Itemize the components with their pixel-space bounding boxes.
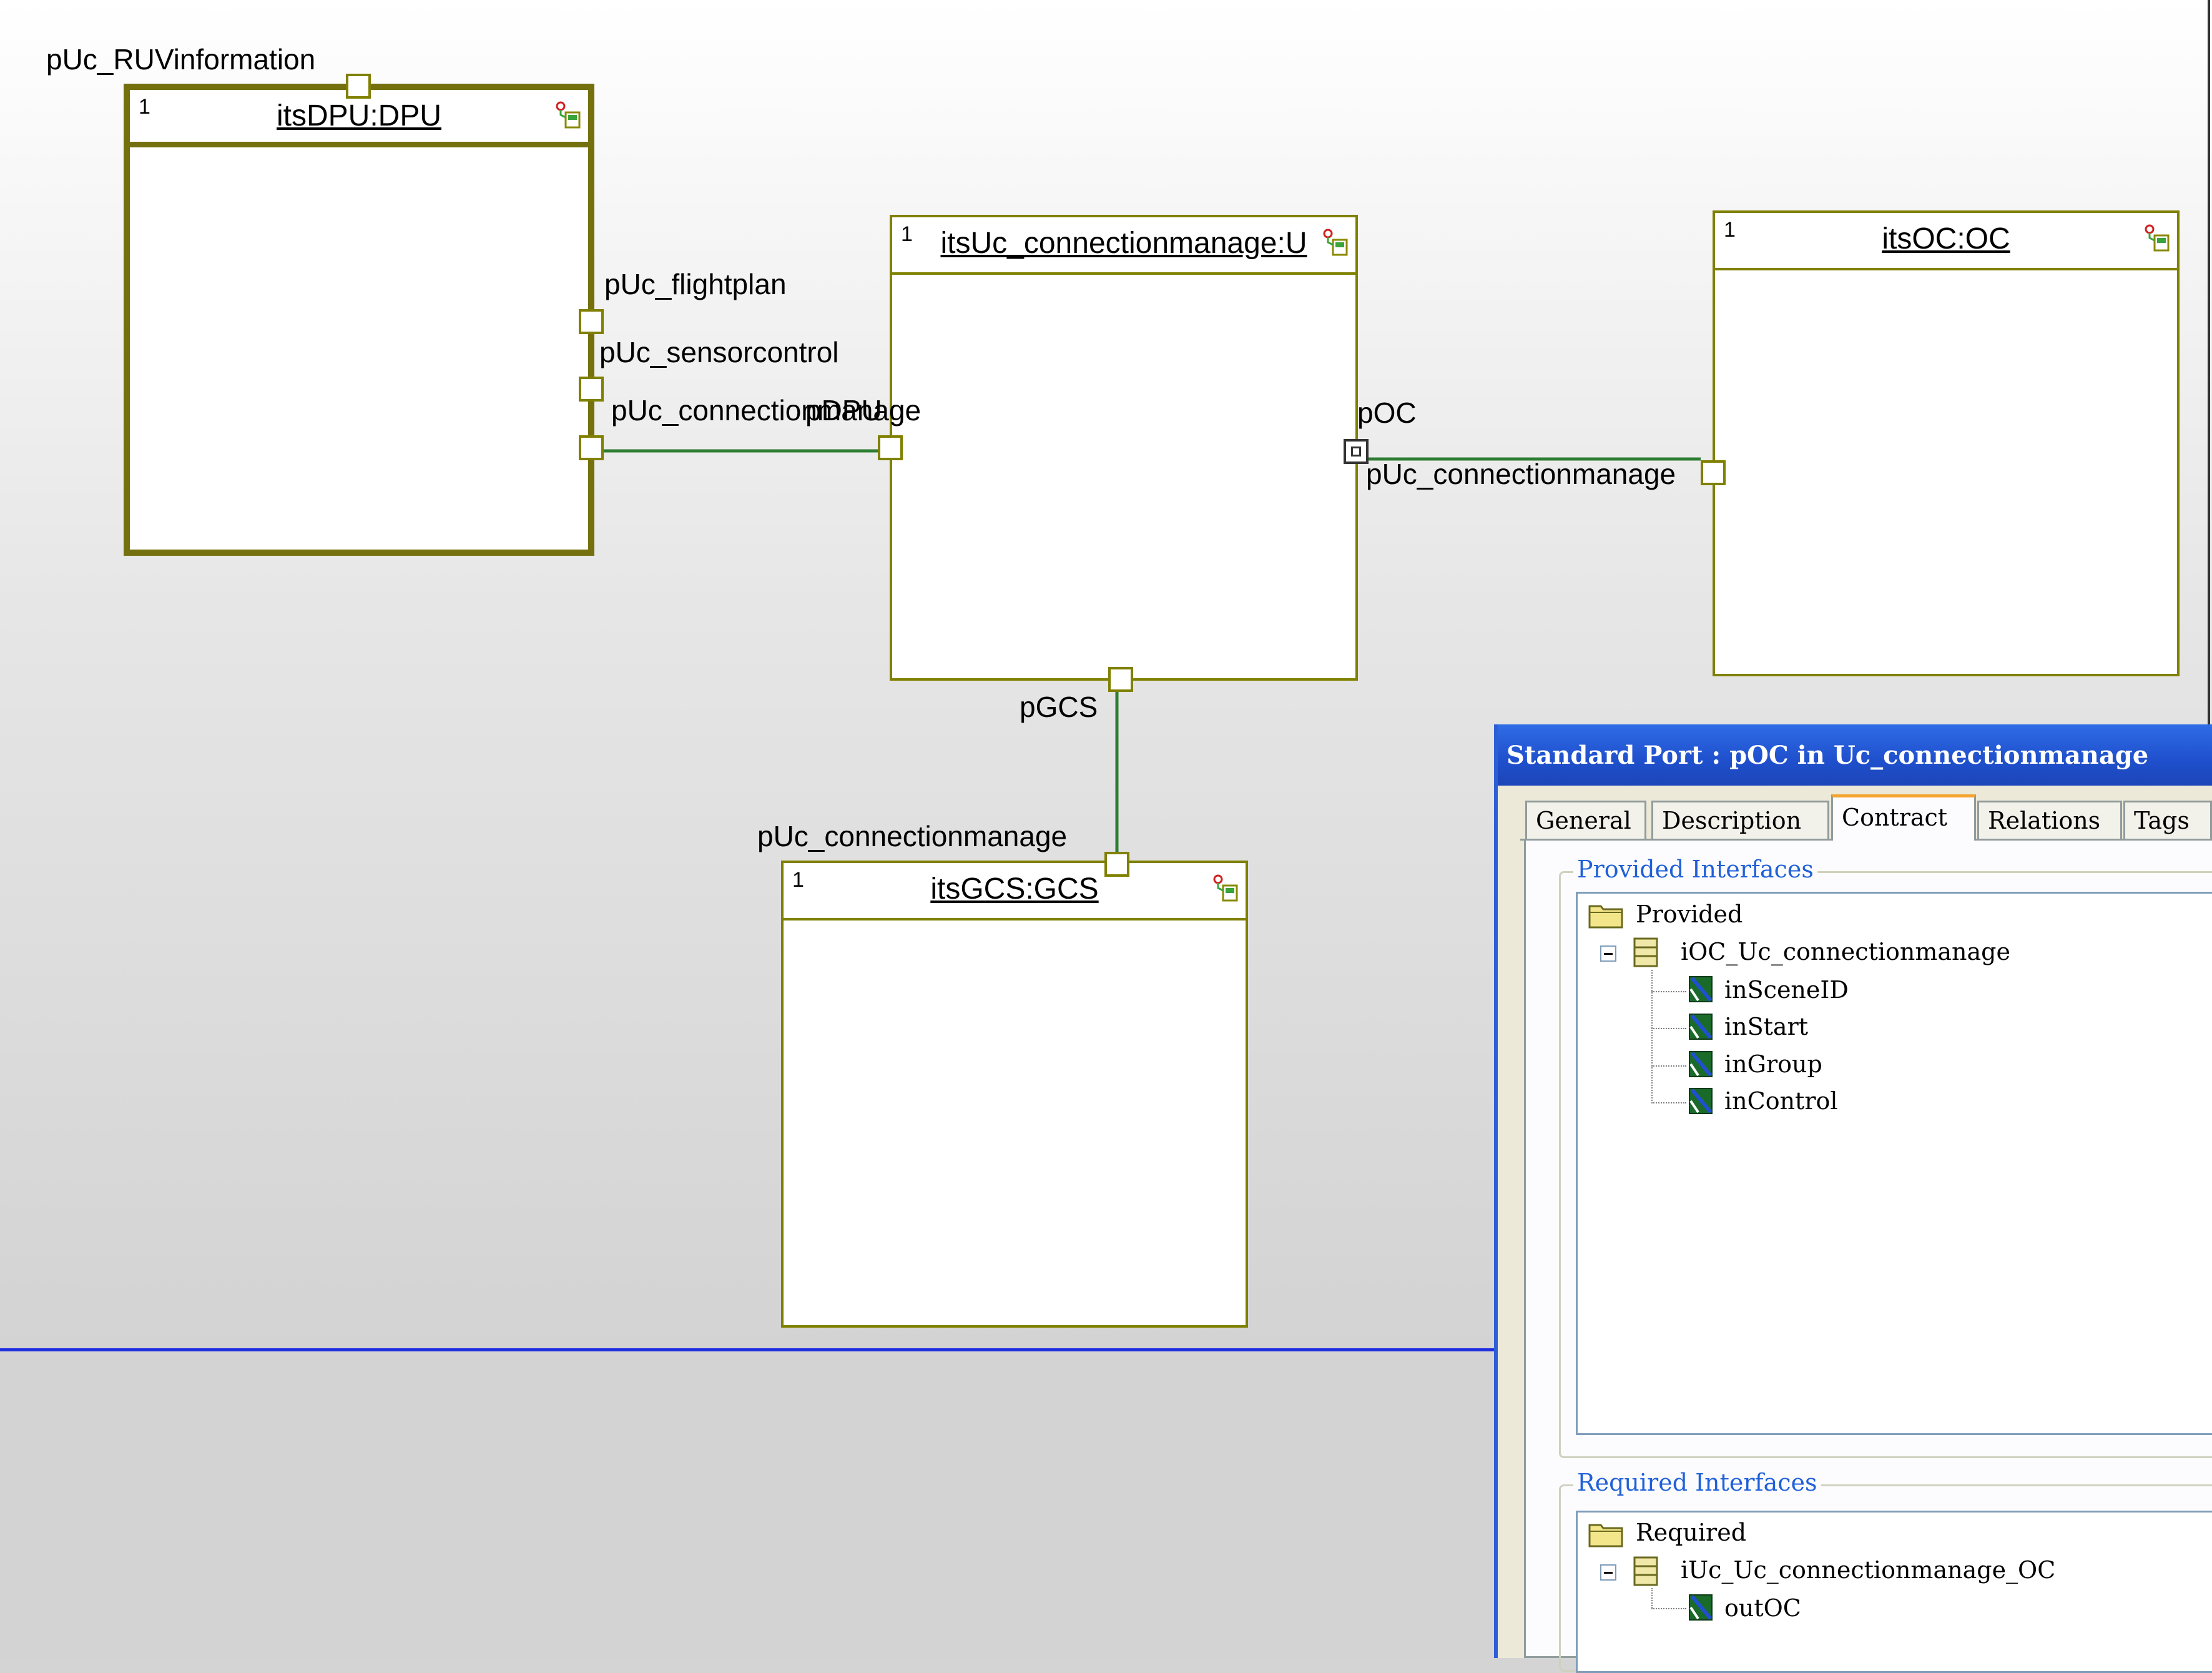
interface-icon: [1633, 1556, 1658, 1586]
part-header: 1 itsDPU:DPU: [130, 90, 588, 147]
port-label-gcs-connectionmanage: pUc_connectionmanage: [757, 820, 1068, 852]
provided-interfaces-tree[interactable]: [1576, 892, 2212, 1435]
folder-icon: [1588, 1524, 1623, 1547]
collapse-toggle[interactable]: [1600, 945, 1616, 962]
required-interfaces-title: Required Interfaces: [1573, 1469, 1821, 1496]
part-itsdpu[interactable]: 1 itsDPU:DPU: [124, 84, 594, 556]
tab-relations[interactable]: Relations: [1977, 801, 2122, 839]
port-label-pgcs: pGCS: [1020, 691, 1098, 723]
tree-connector: [1651, 1028, 1686, 1029]
port-dpu-flightplan[interactable]: [579, 309, 604, 334]
tree-connector: [1651, 1065, 1686, 1067]
port-dpu-sensorcontrol[interactable]: [579, 377, 604, 402]
tree-connector: [1651, 991, 1686, 992]
part-title[interactable]: itsDPU:DPU: [276, 99, 442, 132]
provided-operation[interactable]: inGroup: [1724, 1050, 1822, 1078]
part-type-icon: [1213, 874, 1238, 902]
multiplicity-label: 1: [901, 222, 913, 246]
port-uc-pgcs[interactable]: [1108, 667, 1133, 692]
dialog-title: Standard Port : pOC in Uc_connectionmana…: [1507, 741, 2149, 770]
folder-icon: [1588, 905, 1623, 929]
part-title[interactable]: itsUc_connectionmanage:U: [940, 227, 1307, 260]
provided-operation[interactable]: inSceneID: [1724, 976, 1849, 1004]
port-uc-pdpu[interactable]: [878, 435, 903, 460]
part-header: 1 itsOC:OC: [1715, 213, 2177, 270]
tab-description[interactable]: Description: [1651, 801, 1829, 839]
provided-interfaces-title: Provided Interfaces: [1573, 856, 1817, 883]
required-folder-label[interactable]: Required: [1636, 1519, 1747, 1546]
port-oc-connectionmanage[interactable]: [1701, 460, 1726, 485]
part-type-icon: [2145, 224, 2170, 252]
port-label-pdpu: pDPU: [805, 394, 882, 427]
port-label-oc-connectionmanage: pUc_connectionmanage: [1366, 458, 1676, 490]
tab-contract[interactable]: Contract: [1831, 794, 1976, 841]
port-label-ruvinformation: pUc_RUVinformation: [46, 43, 316, 76]
part-type-icon: [556, 101, 581, 129]
port-label-sensorcontrol: pUc_sensorcontrol: [599, 336, 839, 368]
provided-interfaces-group: [1559, 871, 2212, 1458]
port-dpu-connectionmanage[interactable]: [579, 435, 604, 460]
provided-interface-label[interactable]: iOC_Uc_connectionmanage: [1681, 938, 2010, 965]
multiplicity-label: 1: [1724, 218, 1736, 242]
tree-connector: [1651, 1608, 1686, 1609]
part-itsgcs[interactable]: 1 itsGCS:GCS: [781, 861, 1248, 1328]
port-dpu-ruvinformation[interactable]: [346, 74, 371, 99]
part-itsoc[interactable]: 1 itsOC:OC: [1713, 210, 2180, 676]
multiplicity-label: 1: [139, 95, 150, 119]
tree-connector: [1651, 1102, 1686, 1103]
tree-connector: [1651, 1588, 1653, 1608]
tree-connector: [1651, 970, 1653, 1101]
dialog-titlebar[interactable]: Standard Port : pOC in Uc_connectionmana…: [1498, 724, 2212, 786]
required-operation[interactable]: outOC: [1724, 1594, 1801, 1622]
port-label-dpu-connectionmanage: pUc_connectionmanage: [611, 394, 922, 427]
port-gcs-connectionmanage[interactable]: [1104, 852, 1129, 877]
operation-icon: [1689, 1594, 1713, 1621]
selection-divider-line: [0, 1348, 1498, 1351]
tab-tags[interactable]: Tags: [2123, 801, 2212, 839]
canvas-edge-line: [2208, 0, 2210, 731]
part-header: 1 itsUc_connectionmanage:U: [892, 217, 1355, 275]
part-title[interactable]: itsOC:OC: [1882, 222, 2010, 255]
port-label-poc: pOC: [1357, 397, 1417, 429]
operation-icon: [1689, 1014, 1713, 1040]
required-interface-label[interactable]: iUc_Uc_connectionmanage_OC: [1681, 1556, 2056, 1584]
port-uc-poc[interactable]: [1344, 439, 1369, 464]
tab-general[interactable]: General: [1525, 801, 1646, 839]
interface-icon: [1633, 937, 1658, 967]
operation-icon: [1689, 1088, 1713, 1114]
part-title[interactable]: itsGCS:GCS: [930, 872, 1099, 906]
provided-operation[interactable]: inControl: [1724, 1087, 1838, 1115]
part-type-icon: [1323, 229, 1348, 256]
multiplicity-label: 1: [792, 868, 804, 892]
provided-operation[interactable]: inStart: [1724, 1013, 1809, 1040]
part-itsuc-connectionmanage[interactable]: 1 itsUc_connectionmanage:U: [890, 215, 1358, 681]
collapse-toggle[interactable]: [1600, 1564, 1616, 1581]
operation-icon: [1689, 1051, 1713, 1077]
operation-icon: [1689, 976, 1713, 1002]
port-label-flightplan: pUc_flightplan: [604, 268, 787, 300]
part-header: 1 itsGCS:GCS: [784, 863, 1246, 920]
provided-folder-label[interactable]: Provided: [1636, 901, 1743, 928]
